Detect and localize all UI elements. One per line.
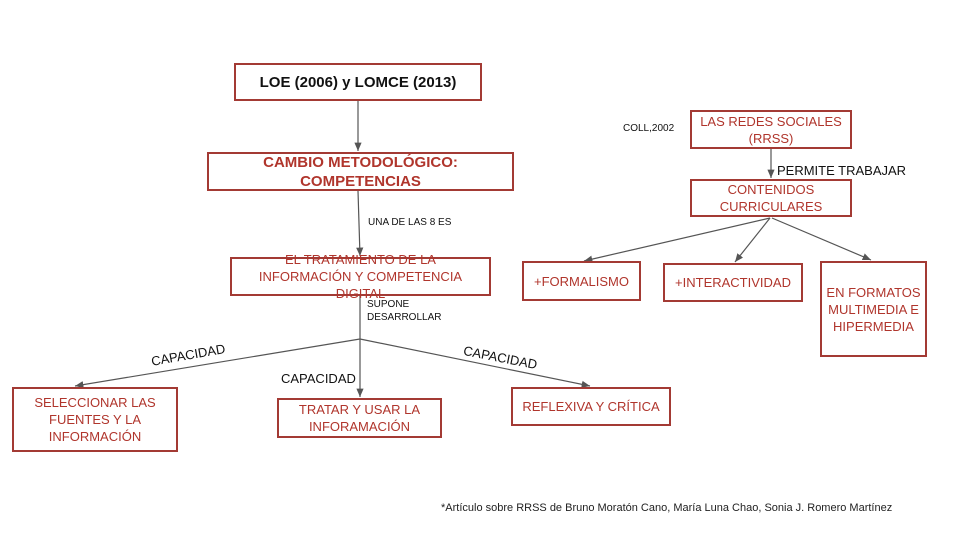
edge-cambio-tratamiento — [356, 190, 364, 257]
node-loe: LOE (2006) y LOMCE (2013) — [234, 63, 482, 101]
label-permite: PERMITE TRABAJAR — [777, 163, 907, 178]
node-interactividad: +INTERACTIVIDAD — [663, 263, 803, 302]
node-contenidos: CONTENIDOS CURRICULARES — [690, 179, 852, 217]
label-capacidad-mid: CAPACIDAD — [281, 371, 356, 386]
node-redes: LAS REDES SOCIALES (RRSS) — [690, 110, 852, 149]
edge-to-seleccionar — [74, 338, 361, 389]
node-tratamiento: EL TRATAMIENTO DE LA INFORMACIÓN Y COMPE… — [230, 252, 491, 301]
edge-to-formalismo — [583, 217, 771, 263]
node-formatos: EN FORMATOS MULTIMEDIA E HIPERMEDIA — [820, 261, 927, 357]
label-una-de-las: UNA DE LAS 8 ES — [368, 217, 452, 228]
node-formalismo: +FORMALISMO — [522, 261, 641, 301]
edge-to-formatos — [771, 217, 872, 261]
label-supone-line1: SUPONE — [367, 299, 410, 310]
node-reflexiva: REFLEXIVA Y CRÍTICA — [511, 387, 671, 426]
node-tratar: TRATAR Y USAR LA INFORAMACIÓN — [277, 398, 442, 438]
label-supone-line2: DESARROLLAR — [367, 312, 442, 323]
edge-to-interactividad — [734, 217, 771, 263]
label-supone: SUPONE DESARROLLAR — [367, 298, 441, 324]
label-coll: COLL,2002 — [623, 123, 675, 134]
footer-citation: *Artículo sobre RRSS de Bruno Moratón Ca… — [441, 502, 893, 514]
node-seleccionar: SELECCIONAR LAS FUENTES Y LA INFORMACIÓN — [12, 387, 178, 452]
edge-to-reflexiva — [359, 338, 591, 388]
node-cambio: CAMBIO METODOLÓGICO: COMPETENCIAS — [207, 152, 514, 191]
